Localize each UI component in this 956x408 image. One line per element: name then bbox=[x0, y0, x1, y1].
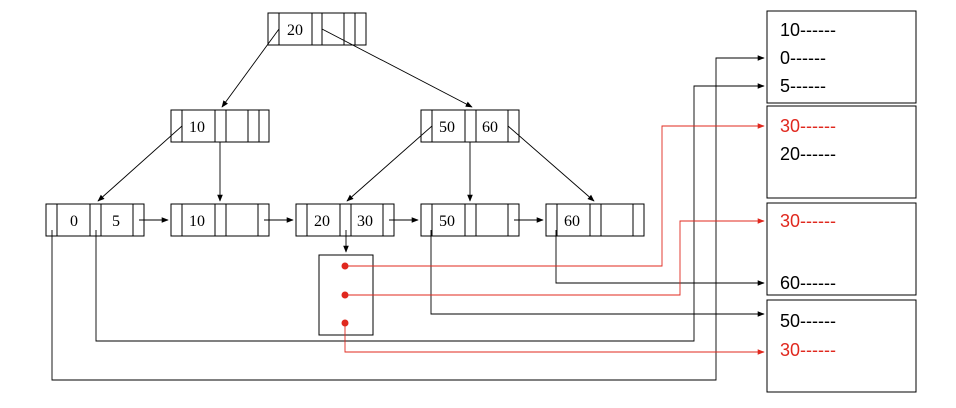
record-text: 5------ bbox=[780, 76, 826, 96]
data-page-3: 30------ 60------ bbox=[766, 202, 917, 296]
data-page-4: 50------ 30------ bbox=[766, 299, 917, 393]
tree-edges bbox=[97, 28, 595, 202]
record-pointers-black bbox=[51, 55, 765, 381]
record-text: 30------ bbox=[780, 211, 836, 231]
leaf-2-key-1: 10 bbox=[189, 213, 205, 230]
data-page-2: 30------ 20------ bbox=[766, 105, 917, 199]
record-pointers-red bbox=[344, 123, 765, 355]
record-text: 60------ bbox=[780, 273, 836, 293]
leaf-node-2 bbox=[170, 203, 270, 237]
internal-node-left bbox=[170, 109, 270, 143]
record-text: 10------ bbox=[780, 20, 836, 40]
leaf-1-key-1: 0 bbox=[70, 213, 78, 230]
root-node bbox=[267, 12, 367, 46]
leaf-5-key-1: 60 bbox=[564, 213, 580, 230]
record-text: 0------ bbox=[780, 48, 826, 68]
record-text: 20------ bbox=[780, 144, 836, 164]
leaf-node-3 bbox=[295, 203, 395, 237]
leaf-node-5 bbox=[545, 203, 645, 237]
leaf-3-key-2: 30 bbox=[357, 213, 373, 230]
data-page-1: 10------ 0------ 5------ bbox=[766, 10, 917, 104]
leaf-node-1 bbox=[45, 203, 145, 237]
record-text: 50------ bbox=[780, 311, 836, 331]
internal-left-key: 10 bbox=[189, 119, 205, 136]
record-text: 30------ bbox=[780, 116, 836, 136]
leaf-1-key-2: 5 bbox=[112, 213, 120, 230]
leaf-3-key-1: 20 bbox=[314, 213, 330, 230]
leaf-node-4 bbox=[420, 203, 520, 237]
record-text: 30------ bbox=[780, 340, 836, 360]
root-key: 20 bbox=[287, 22, 303, 39]
internal-right-key-2: 60 bbox=[482, 119, 498, 136]
leaf-4-key-1: 50 bbox=[439, 213, 455, 230]
internal-right-key-1: 50 bbox=[439, 119, 455, 136]
internal-node-right bbox=[420, 109, 520, 143]
